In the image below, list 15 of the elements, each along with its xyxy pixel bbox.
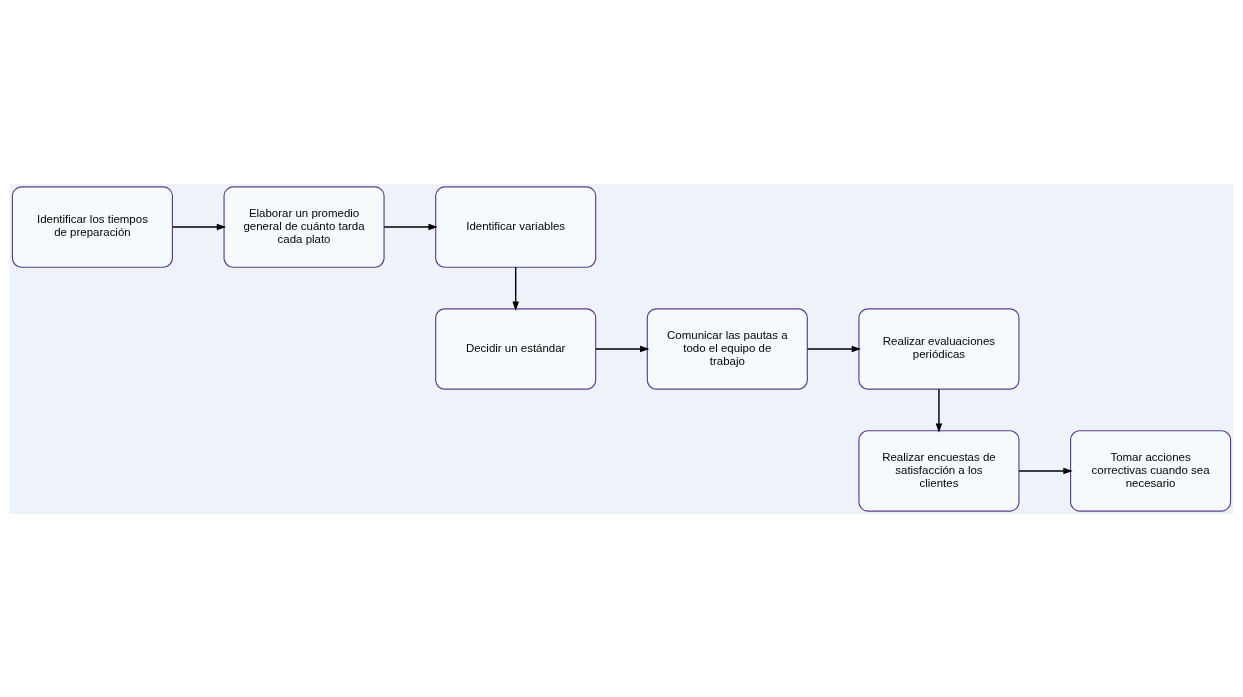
node-box: Realizar evaluaciones periódicas: [858, 307, 1020, 390]
node-box: Decidir un estándar: [435, 307, 597, 390]
node-box: Realizar encuestas de satisfacción a los clientes: [858, 429, 1020, 512]
node-box: Elaborar un promedio general de cuánto tarda cada plato: [223, 185, 385, 268]
node-box: Identificar variables: [435, 185, 597, 268]
arrow: [595, 345, 650, 352]
arrow: [512, 266, 519, 311]
arrow: [1018, 467, 1073, 474]
node-box: Comunicar las pautas a todo el equipo de trabajo: [646, 307, 808, 390]
arrow: [806, 345, 861, 352]
arrow: [935, 387, 943, 433]
node-box: Identificar los tiempos de preparación: [11, 185, 173, 268]
node-box: Tomar acciones correctivas cuando sea necesario: [1070, 429, 1232, 512]
arrow: [383, 223, 438, 230]
arrow: [171, 223, 227, 230]
